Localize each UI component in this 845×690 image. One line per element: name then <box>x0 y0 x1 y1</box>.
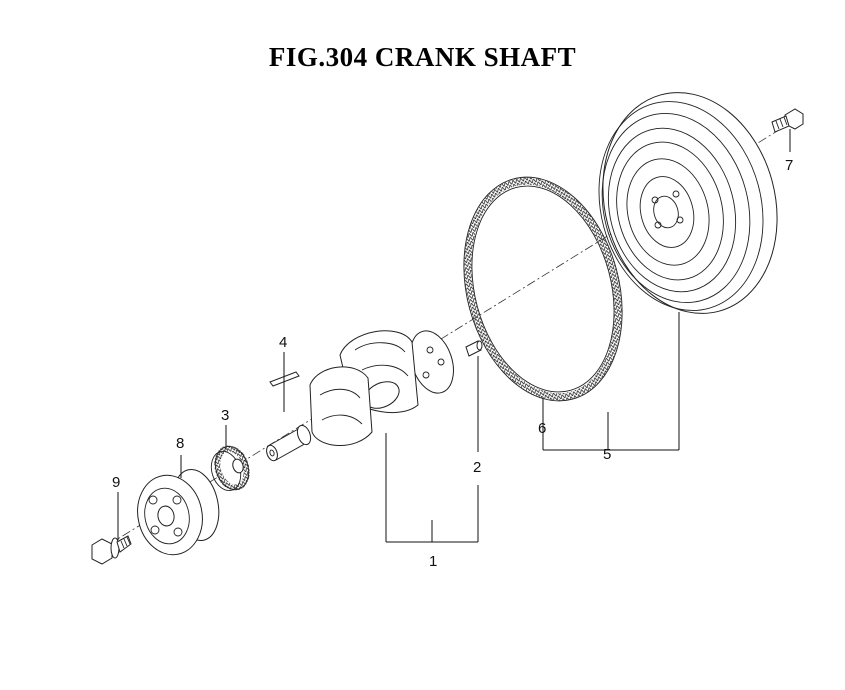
flywheel-part <box>598 92 778 314</box>
pulley-bolt-part <box>91 535 132 565</box>
callout-5: 5 <box>603 446 611 463</box>
crank-pulley-part <box>137 468 220 556</box>
flywheel-bolt-part <box>771 108 804 133</box>
callout-8: 8 <box>176 435 184 452</box>
callout-6: 6 <box>538 420 546 437</box>
callout-9: 9 <box>112 474 120 491</box>
callout-1: 1 <box>429 553 437 570</box>
callout-4: 4 <box>279 334 287 351</box>
callout-3: 3 <box>221 407 229 424</box>
crankshaft-part <box>266 330 454 462</box>
callout-7: 7 <box>785 157 793 174</box>
ring-gear-part <box>463 176 623 402</box>
callout-2: 2 <box>473 459 481 476</box>
leader-lines <box>117 129 791 543</box>
figure-title: FIG.304 CRANK SHAFT <box>268 42 577 72</box>
crank-gear-part <box>210 445 250 491</box>
center-axis-line <box>107 119 796 546</box>
dowel-pin-part <box>465 340 483 357</box>
